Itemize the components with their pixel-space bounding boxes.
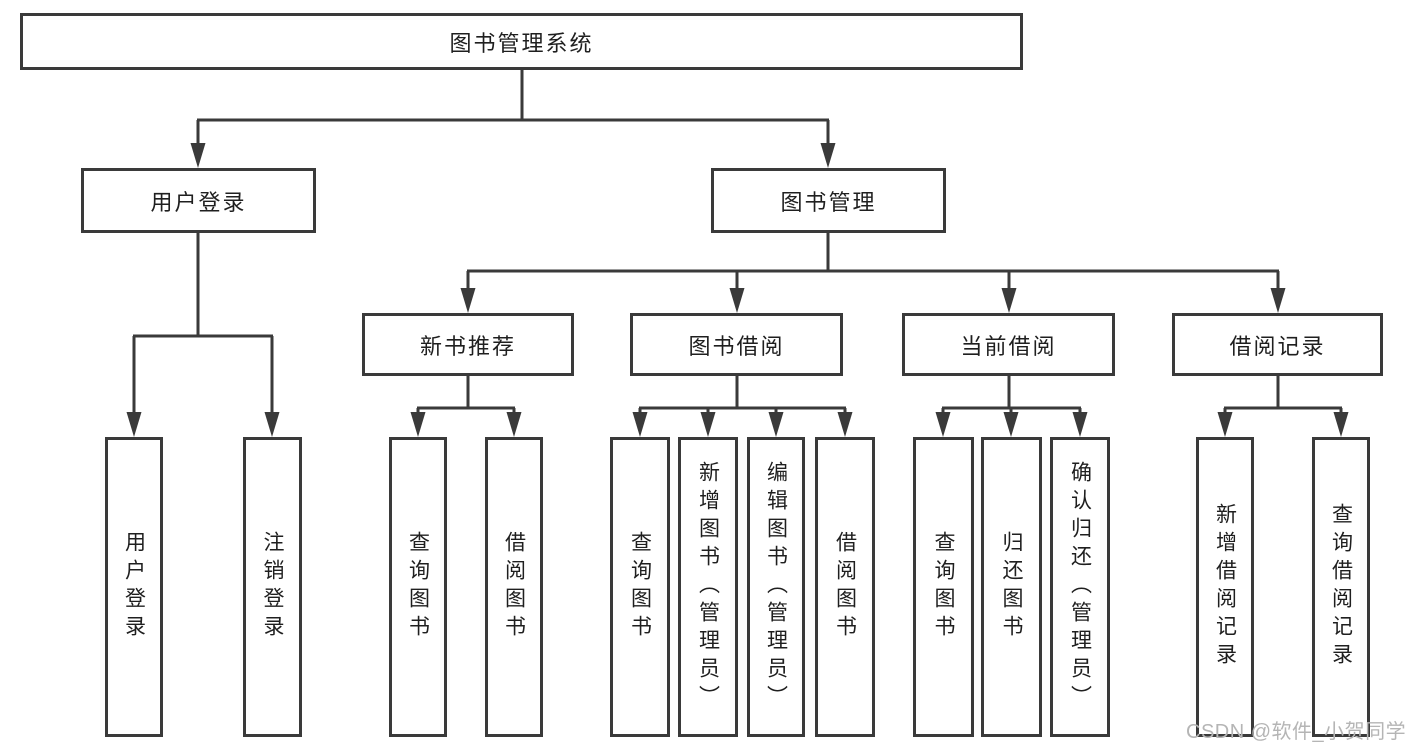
node-borrowing-records: 借阅记录	[1172, 313, 1383, 376]
node-new-book-recommendation: 新书推荐	[362, 313, 574, 376]
leaf-borrow-books-recommend: 借阅图书	[485, 437, 543, 737]
leaf-query-books-recommend: 查询图书	[389, 437, 447, 737]
node-user-login: 用户登录	[81, 168, 316, 233]
csdn-watermark: CSDN @软件_小贺同学	[1186, 721, 1405, 743]
leaf-query-books-current: 查询图书	[913, 437, 974, 737]
leaf-add-books-admin: 新增图书（管理员）	[678, 437, 738, 737]
connector-book-borrow-to-leaves	[638, 376, 847, 419]
leaf-user-login: 用户登录	[105, 437, 163, 737]
connector-book-mgmt-to-level3	[466, 233, 1280, 295]
connector-new-book-rec-to-leaves	[416, 376, 516, 419]
node-book-management: 图书管理	[711, 168, 946, 233]
node-book-borrowing: 图书借阅	[630, 313, 843, 376]
leaf-query-books-borrow: 查询图书	[610, 437, 670, 737]
leaf-borrow-books: 借阅图书	[815, 437, 875, 737]
connector-borrow-records-to-leaves	[1223, 376, 1343, 419]
connector-user-login-to-leaves	[132, 233, 274, 419]
leaf-return-books: 归还图书	[981, 437, 1042, 737]
leaf-query-borrow-record: 查询借阅记录	[1312, 437, 1370, 737]
leaf-confirm-return-admin: 确认归还（管理员）	[1050, 437, 1110, 737]
connector-root-to-level2	[196, 69, 830, 150]
leaf-edit-books-admin: 编辑图书（管理员）	[747, 437, 805, 737]
leaf-add-borrow-record: 新增借阅记录	[1196, 437, 1254, 737]
leaf-logout-login: 注销登录	[243, 437, 302, 737]
node-library-management-system: 图书管理系统	[20, 13, 1023, 70]
arrowheads	[126, 143, 1349, 437]
node-current-borrowing: 当前借阅	[902, 313, 1115, 376]
